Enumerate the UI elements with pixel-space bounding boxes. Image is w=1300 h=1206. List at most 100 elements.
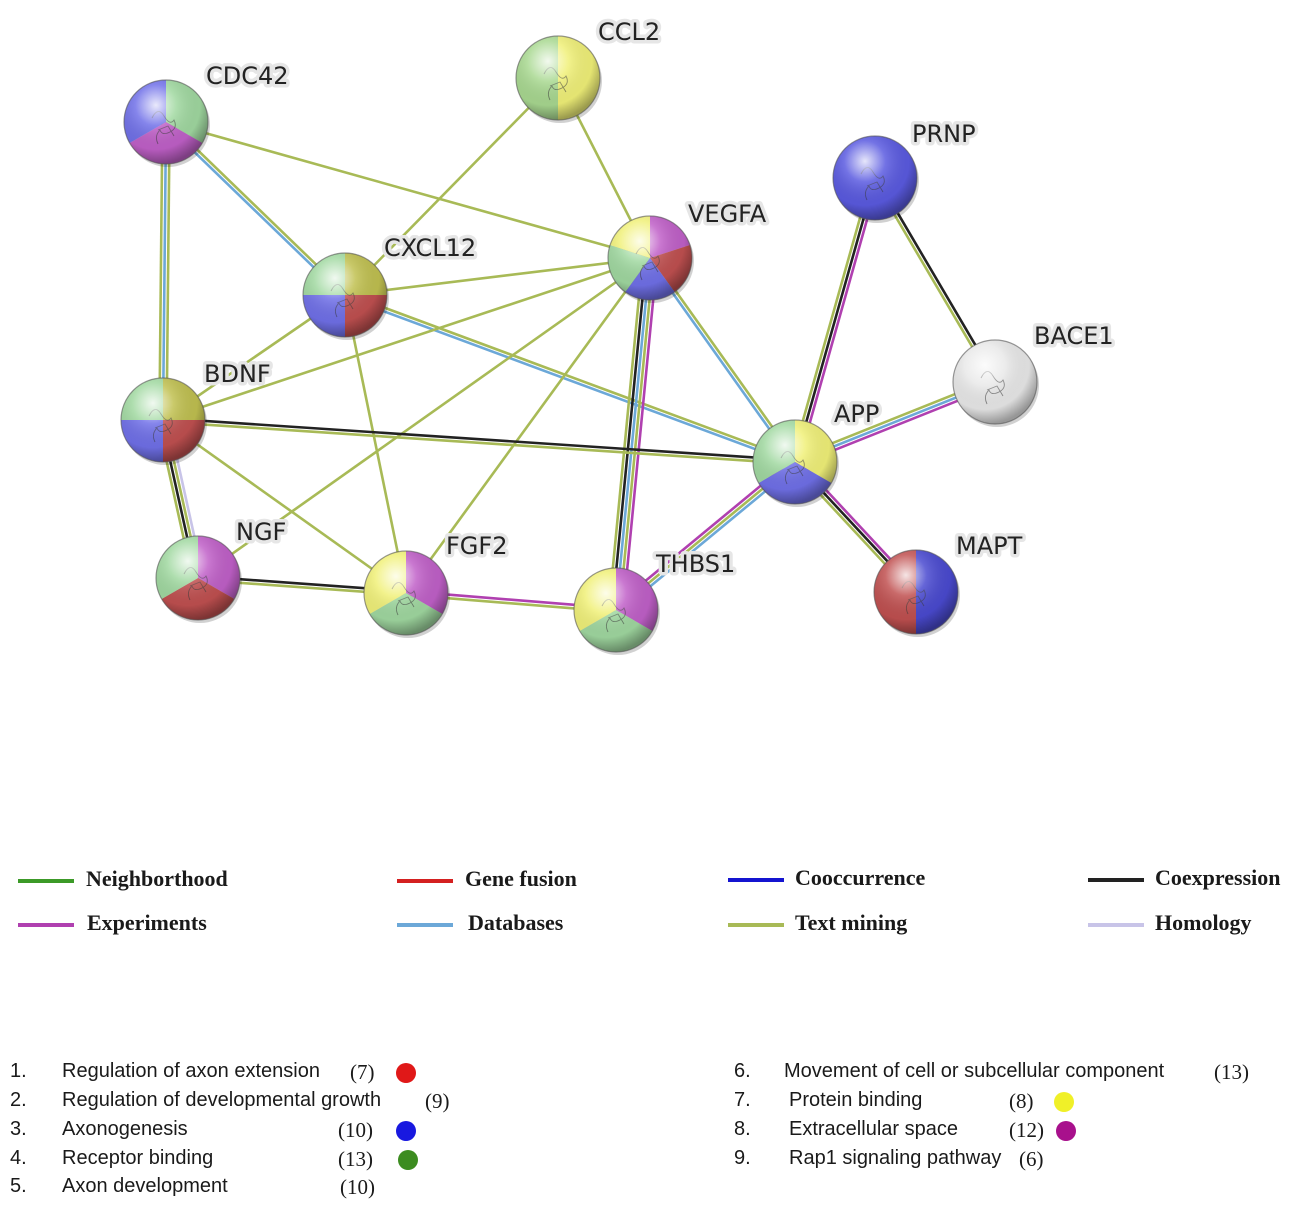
term-name: Protein binding xyxy=(789,1089,923,1111)
legend-label: Databases xyxy=(468,910,564,935)
node-label: BDNF xyxy=(204,360,271,388)
term-name: Receptor binding xyxy=(62,1147,214,1169)
node-gloss xyxy=(516,36,600,120)
node-gloss xyxy=(124,80,208,164)
node-label-halo: MAPT xyxy=(956,532,1023,560)
term-color-dot xyxy=(1054,1092,1074,1112)
node-label: MAPT xyxy=(956,532,1023,560)
node-outline xyxy=(752,419,838,505)
node-outline xyxy=(873,549,959,635)
edge-line-experiments xyxy=(797,178,880,464)
term-count: (9) xyxy=(425,1089,450,1113)
edge-line-textmining xyxy=(345,292,797,462)
term-color-dot xyxy=(398,1150,418,1170)
node-label: CCL2 xyxy=(598,18,660,46)
term-name: Movement of cell or subcellular componen… xyxy=(784,1060,1165,1082)
node-outline xyxy=(832,135,918,221)
node-label-halo: BACE1 xyxy=(1034,322,1114,350)
edge-line-textmining xyxy=(344,77,559,296)
node-label: CDC42 xyxy=(206,62,289,90)
node-label-halo: CXCL12 xyxy=(384,234,476,262)
term-item: 9.Rap1 signaling pathway(6) xyxy=(734,1147,1294,1175)
node-outline xyxy=(155,535,241,621)
edge-line-textmining xyxy=(165,122,171,421)
edge-line-textmining xyxy=(618,258,655,611)
node-outline xyxy=(952,339,1038,425)
node-label-halo: CDC42 xyxy=(206,62,289,90)
term-item: 7.Protein binding(8) xyxy=(734,1089,1294,1117)
term-count: (10) xyxy=(340,1175,375,1199)
node-label: NGF xyxy=(236,518,286,546)
node-gloss xyxy=(953,340,1037,424)
edge-line-textmining xyxy=(162,256,651,422)
legend-swatch xyxy=(397,923,453,927)
node-label-halo: FGF2 xyxy=(446,532,507,560)
term-item: 6.Movement of cell or subcellular compon… xyxy=(734,1060,1294,1088)
term-color-dot xyxy=(396,1063,416,1083)
node-gloss xyxy=(874,550,958,634)
legend-label: Coexpression xyxy=(1155,865,1281,890)
term-name: Rap1 signaling pathway xyxy=(789,1147,1002,1169)
node-label-halo: APP xyxy=(834,400,879,428)
edge-vegfa-thbs1 xyxy=(607,257,659,611)
edge-vegfa-bdnf xyxy=(162,256,651,422)
legend-swatch xyxy=(397,879,453,883)
edge-cdc42-bdnf xyxy=(158,121,171,421)
term-count: (8) xyxy=(1009,1089,1034,1113)
legend-swatch xyxy=(1088,923,1144,927)
edge-vegfa-ngf xyxy=(197,256,651,580)
edge-line-textmining xyxy=(165,120,651,260)
edge-line-experiments xyxy=(621,258,659,611)
term-name: Regulation of developmental growth xyxy=(62,1089,382,1111)
term-name: Axon development xyxy=(62,1175,228,1197)
edge-line-databases xyxy=(343,295,795,465)
term-item: 4.Receptor binding(13) xyxy=(10,1147,570,1175)
legend-label: Text mining xyxy=(795,910,908,935)
node-gloss xyxy=(121,378,205,462)
node-label-halo: PRNP xyxy=(912,120,976,148)
legend-swatch xyxy=(1088,878,1144,882)
edge-line-coexpression xyxy=(163,416,796,462)
legend-swatch xyxy=(728,923,784,927)
node-outline xyxy=(123,79,209,165)
term-number: 3. xyxy=(10,1118,27,1140)
edge-prnp-app xyxy=(790,176,880,464)
legend-label: Cooccurrence xyxy=(795,865,926,890)
edge-cdc42-vegfa xyxy=(165,120,651,260)
legend-label: Experiments xyxy=(87,910,207,935)
term-name: Regulation of axon extension xyxy=(62,1060,320,1082)
term-item: 1.Regulation of axon extension(7) xyxy=(10,1060,570,1088)
edge-cxcl12-fgf2 xyxy=(343,294,408,594)
legend-swatch xyxy=(728,878,784,882)
node-outline xyxy=(302,252,388,338)
edge-line-textmining xyxy=(162,420,795,466)
edge-line-textmining xyxy=(162,418,407,595)
node-gloss xyxy=(156,536,240,620)
node-outline xyxy=(515,35,601,121)
edge-line-textmining xyxy=(158,121,164,420)
term-number: 2. xyxy=(10,1089,27,1111)
node-gloss xyxy=(303,253,387,337)
node-label: PRNP xyxy=(912,120,976,148)
node-label-halo: NGF xyxy=(236,518,286,546)
node-label: VEGFA xyxy=(688,200,767,228)
term-number: 4. xyxy=(10,1147,27,1169)
term-color-dot xyxy=(1056,1121,1076,1141)
term-count: (13) xyxy=(1214,1060,1249,1084)
edge-line-textmining xyxy=(404,257,652,594)
term-color-dot xyxy=(396,1121,416,1141)
edge-ccl2-cxcl12 xyxy=(344,77,559,296)
